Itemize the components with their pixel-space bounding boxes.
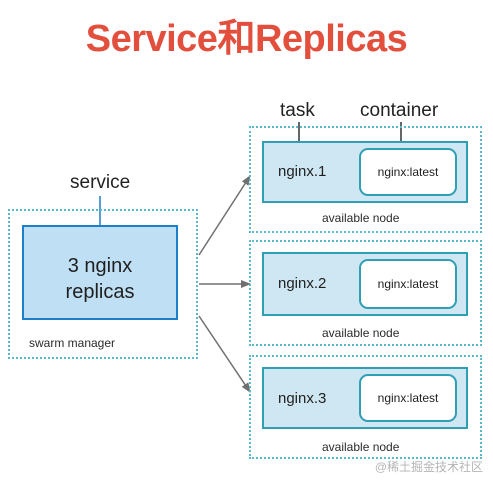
node-label-2: available node <box>322 326 400 340</box>
task-box-2: nginx.2 nginx:latest <box>262 252 468 316</box>
watermark: @稀土掘金技术社区 <box>374 460 483 474</box>
task-name-3: nginx.3 <box>278 390 327 407</box>
task-name-1: nginx.1 <box>278 163 327 180</box>
node-frame-1 <box>249 126 482 233</box>
service-box-line1: 3 nginx <box>67 255 133 277</box>
task-box-3: nginx.3 nginx:latest <box>262 367 468 429</box>
node-frame-2 <box>249 240 482 346</box>
container-label: container <box>360 100 439 121</box>
container-box-1: nginx:latest <box>359 148 457 196</box>
node-label-3: available node <box>322 440 400 454</box>
container-box-3: nginx:latest <box>359 374 457 422</box>
service-box: 3 nginx replicas <box>22 225 178 320</box>
page-title: Service和Replicas <box>85 18 408 60</box>
service-box-line2: replicas <box>65 281 135 303</box>
swarm-manager-frame <box>8 209 198 359</box>
arrow-to-node-1 <box>198 175 251 256</box>
task-label: task <box>280 100 315 121</box>
node-frame-3 <box>249 355 482 459</box>
task-box-1: nginx.1 nginx:latest <box>262 141 468 203</box>
node-label-1: available node <box>322 211 400 225</box>
container-box-2: nginx:latest <box>359 259 457 309</box>
task-name-2: nginx.2 <box>278 275 327 292</box>
service-label: service <box>70 172 131 193</box>
service-box-text: 3 nginx replicas <box>24 253 176 305</box>
arrow-to-node-3 <box>198 315 251 393</box>
swarm-manager-label: swarm manager <box>29 336 116 350</box>
